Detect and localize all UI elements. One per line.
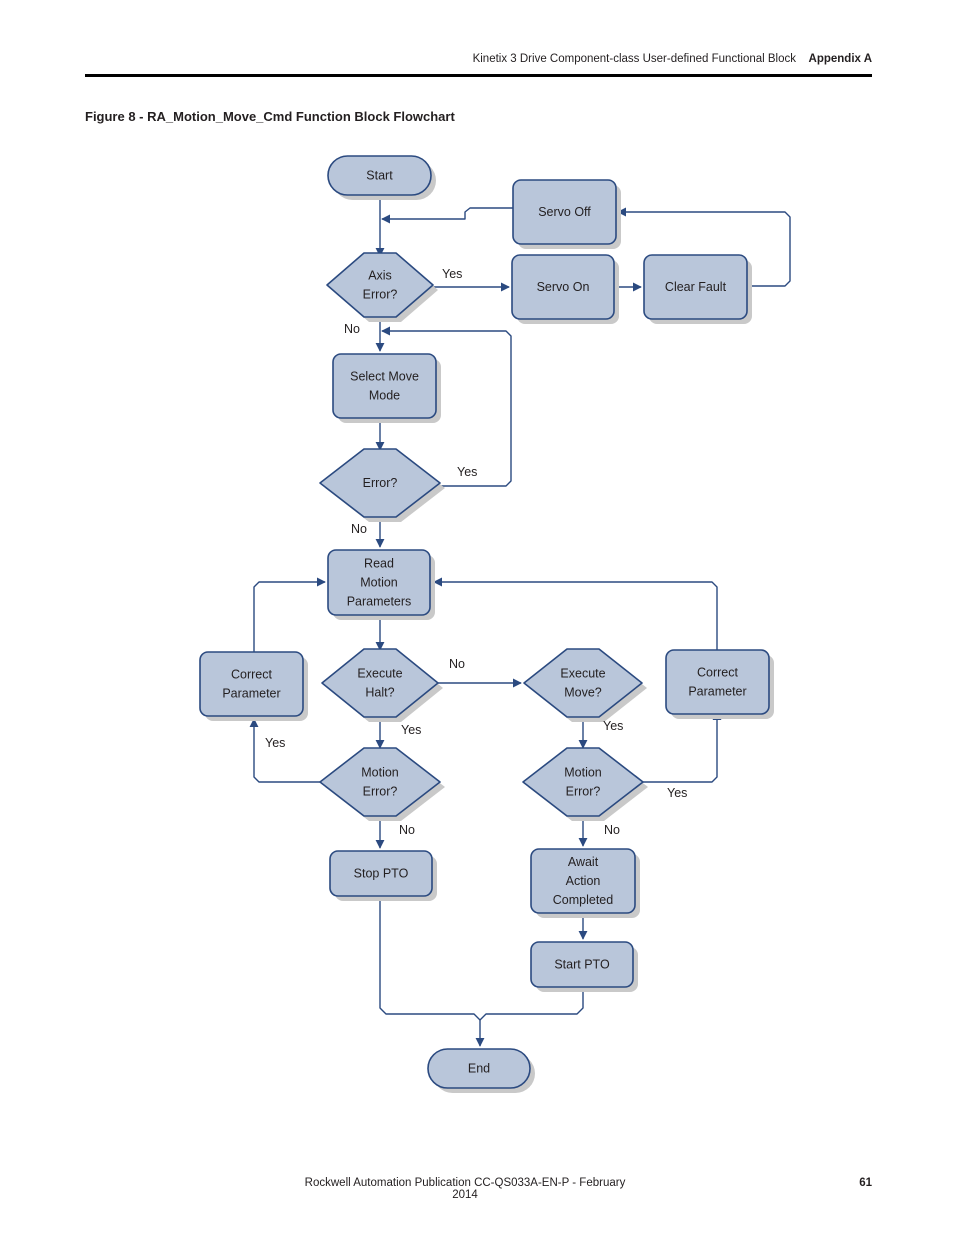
node-label: Execute — [560, 667, 605, 681]
edge-label-motion-left-yes: Yes — [265, 736, 285, 750]
node-label: Stop PTO — [354, 867, 409, 881]
header-doc-title: Kinetix 3 Drive Component-class User-def… — [472, 53, 796, 65]
node-label: Motion — [361, 766, 399, 780]
decision-shape — [321, 648, 439, 718]
process-shape — [511, 254, 615, 320]
node-label: Clear Fault — [665, 280, 727, 294]
connector-stop-pto-merge — [379, 896, 481, 1021]
connector-motion-left-yes-to-correct — [249, 718, 320, 783]
edge-label-error-yes: Yes — [457, 465, 477, 479]
node-label: Servo Off — [538, 205, 591, 219]
node-label: Halt? — [365, 686, 394, 700]
connector-correct-left-to-read — [253, 577, 326, 652]
node-label: Motion — [564, 766, 602, 780]
process-shape — [327, 549, 431, 616]
node-label: Start — [366, 169, 393, 183]
node-label: Correct — [231, 668, 273, 682]
connector-clear-fault-to-servo-off — [617, 207, 791, 287]
process-shape — [643, 254, 748, 320]
node-clear-fault: Clear Fault — [643, 254, 752, 324]
node-label: Start PTO — [554, 958, 610, 972]
node-label: Axis — [368, 269, 392, 283]
decision-shape — [319, 747, 441, 817]
edge-label-motion-left-no: No — [399, 823, 415, 837]
decision-shape — [522, 747, 644, 817]
connector-start-pto-merge — [479, 987, 584, 1021]
node-stop-pto: Stop PTO — [329, 850, 437, 901]
connector-error-yes-loop — [381, 326, 512, 487]
node-label: Error? — [363, 785, 398, 799]
edge-label-halt-yes: Yes — [401, 723, 421, 737]
process-shape — [530, 848, 636, 914]
node-error: Error? — [319, 448, 445, 522]
node-label: Parameters — [347, 595, 412, 609]
edge-label-motion-right-yes: Yes — [667, 786, 687, 800]
process-shape — [329, 850, 433, 897]
edge-label-motion-right-no: No — [604, 823, 620, 837]
node-label: Execute — [357, 667, 402, 681]
node-label: Motion — [360, 576, 398, 590]
edge-label-axis-no: No — [344, 322, 360, 336]
connector-correct-right-to-read — [433, 577, 718, 650]
node-start: Start — [327, 155, 436, 200]
edge-label-axis-yes: Yes — [442, 267, 462, 281]
footer-publication: Rockwell Automation Publication CC-QS033… — [304, 1177, 626, 1201]
node-label: Completed — [553, 893, 613, 907]
edge-label-halt-no: No — [449, 657, 465, 671]
decision-shape — [319, 448, 441, 518]
node-label: Await — [568, 855, 599, 869]
connector-servo-off-to-main — [381, 207, 513, 224]
node-label: Action — [566, 874, 601, 888]
header-appendix-label: Appendix A — [808, 53, 872, 65]
node-label: Parameter — [222, 687, 280, 701]
node-label: Error? — [566, 785, 601, 799]
node-label: Select Move — [350, 370, 419, 384]
node-label: Error? — [363, 288, 398, 302]
figure-title: Figure 8 - RA_Motion_Move_Cmd Function B… — [85, 109, 455, 124]
node-label: Correct — [697, 666, 739, 680]
process-shape — [512, 179, 617, 245]
footer-page-number: 61 — [859, 1177, 872, 1189]
node-start-pto: Start PTO — [530, 941, 638, 992]
decision-shape — [326, 252, 434, 318]
edge-label-error-no: No — [351, 522, 367, 536]
terminator-shape — [327, 155, 432, 196]
node-servo-on: Servo On — [511, 254, 619, 324]
node-label: Parameter — [688, 685, 746, 699]
node-label: Mode — [369, 389, 400, 403]
connector-motion-right-yes-to-correct — [643, 711, 722, 783]
node-label: End — [468, 1062, 490, 1076]
terminator-shape — [427, 1048, 531, 1089]
header-rule — [85, 74, 872, 77]
edge-label-move-yes: Yes — [603, 719, 623, 733]
process-shape — [665, 649, 770, 715]
process-shape — [199, 651, 304, 717]
decision-shape — [523, 648, 643, 718]
node-servo-off: Servo Off — [512, 179, 621, 249]
node-label: Error? — [363, 476, 398, 490]
node-end: End — [427, 1048, 535, 1093]
node-label: Servo On — [537, 280, 590, 294]
node-label: Move? — [564, 686, 602, 700]
node-label: Read — [364, 557, 394, 571]
process-shape — [530, 941, 634, 988]
process-shape — [332, 353, 437, 419]
